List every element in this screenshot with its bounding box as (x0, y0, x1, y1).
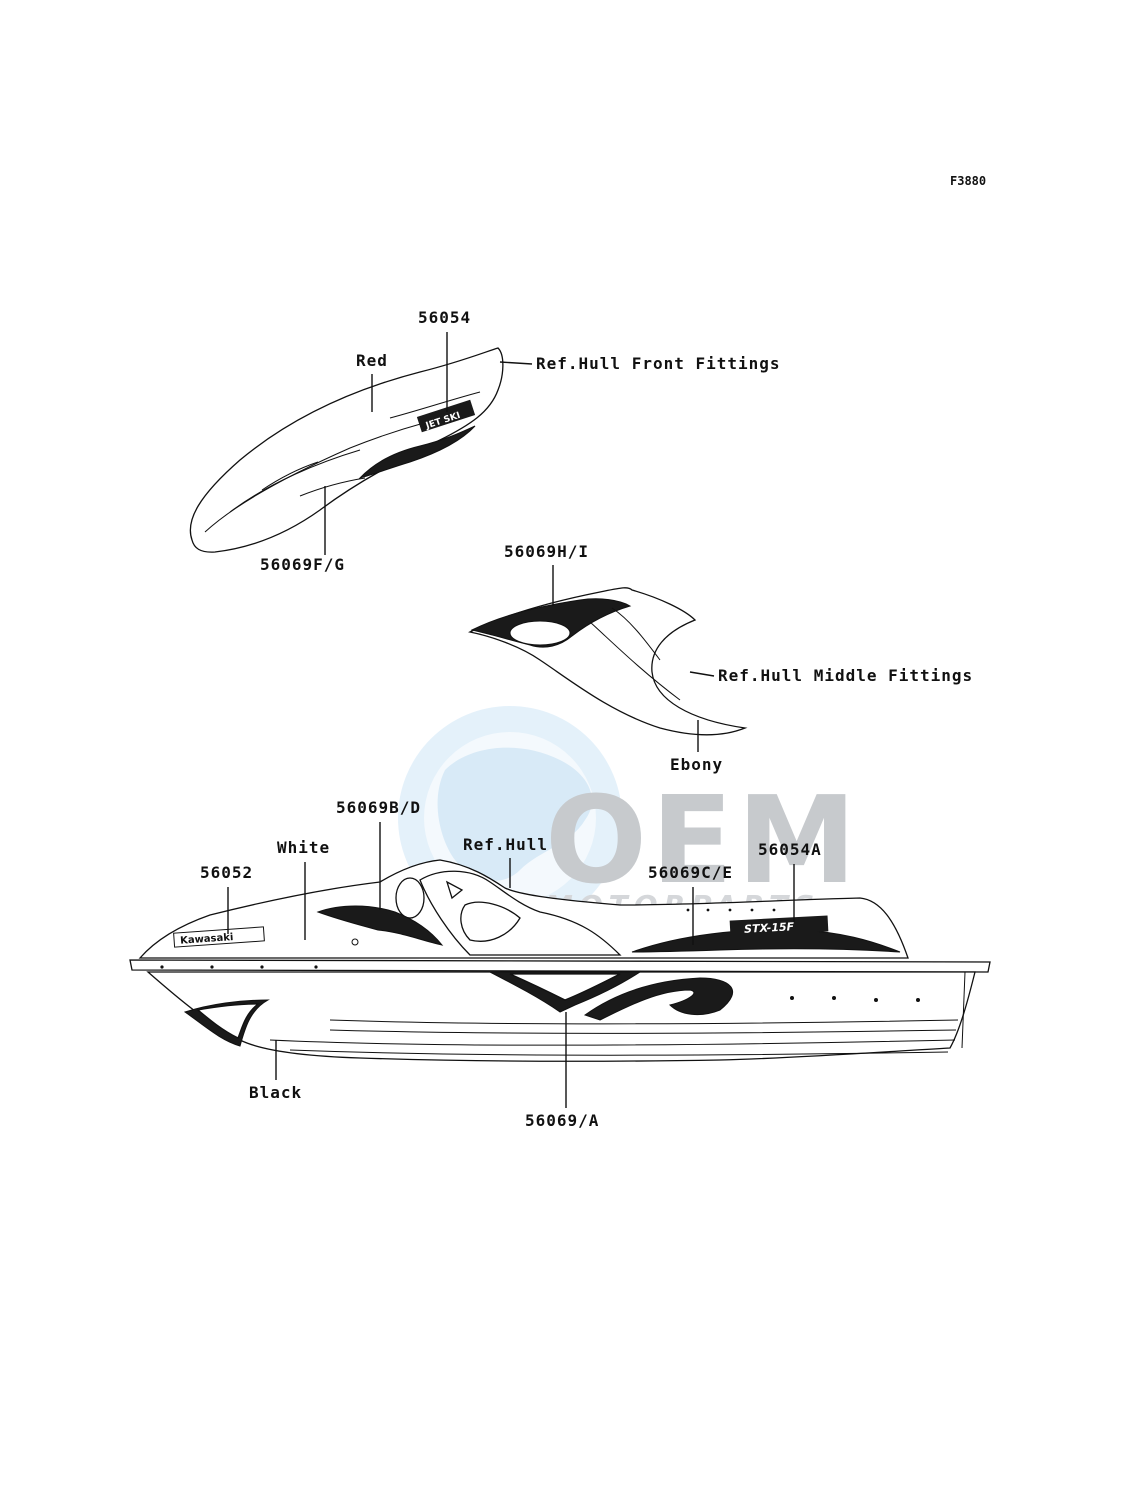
figure-code: F3880 (950, 174, 986, 188)
callout-ref-hull-middle-fittings: Ref.Hull Middle Fittings (718, 666, 973, 685)
callout-56054a: 56054A (758, 840, 822, 859)
side-logo-text: STX-15F (744, 920, 795, 936)
kawasaki-text: Kawasaki (180, 932, 234, 947)
callout-56069ce: 56069C/E (648, 863, 733, 882)
callout-56069hi: 56069H/I (504, 542, 589, 561)
callout-56069bd: 56069B/D (336, 798, 421, 817)
hull-part: STX-15F Kawasaki (129, 859, 991, 1062)
callout-56054: 56054 (418, 308, 471, 327)
callout-56069a: 56069/A (525, 1111, 599, 1130)
callout-ref-hull: Ref.Hull (463, 835, 548, 854)
callout-white: White (277, 838, 330, 857)
callout-56069fg: 56069F/G (260, 555, 345, 574)
front-fitting-part: JET SKI (189, 347, 504, 553)
side-logo-decal: STX-15F (729, 915, 829, 937)
callout-ebony: Ebony (670, 755, 723, 774)
callout-red: Red (356, 351, 388, 370)
callout-ref-hull-front-fittings: Ref.Hull Front Fittings (536, 354, 781, 373)
kawasaki-decal: Kawasaki (173, 926, 265, 948)
middle-fitting-part (468, 587, 748, 736)
callout-56052: 56052 (200, 863, 253, 882)
watermark-brand: OEM (545, 772, 860, 911)
callout-black: Black (249, 1083, 302, 1102)
